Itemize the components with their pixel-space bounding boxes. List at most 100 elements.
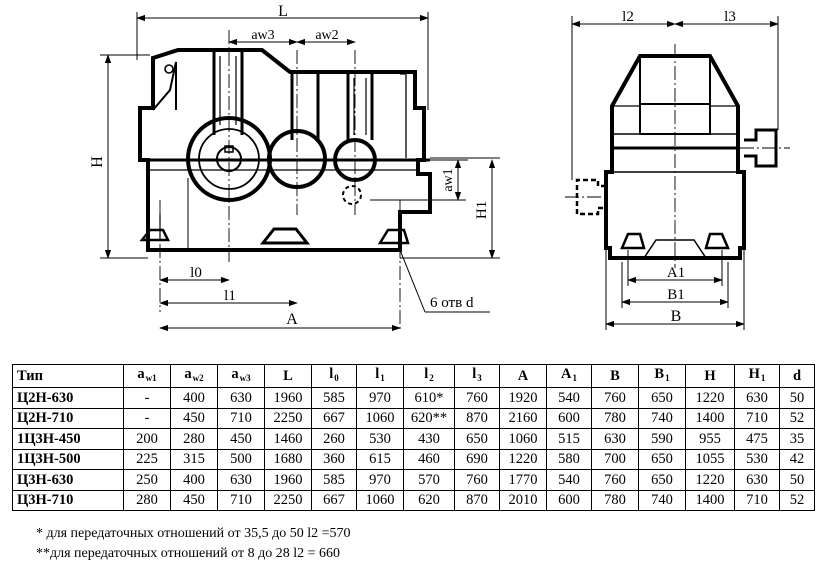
- column-header-label: A: [517, 368, 529, 384]
- value-cell: 400: [170, 469, 218, 491]
- column-header-label: l: [472, 366, 477, 382]
- label-aw3: aw3: [251, 28, 274, 43]
- value-cell: 740: [638, 407, 686, 429]
- type-cell: Ц3Н-710: [12, 489, 124, 511]
- front-dimensions: [100, 12, 500, 332]
- label-L: L: [278, 3, 288, 20]
- value-cell: 970: [356, 387, 404, 409]
- column-header-subscript: 1: [665, 373, 670, 383]
- side-view: [575, 54, 778, 260]
- value-cell: 690: [454, 448, 500, 470]
- column-header: A: [499, 364, 547, 388]
- column-header: B1: [638, 364, 686, 388]
- column-header-label: l: [375, 366, 380, 382]
- type-cell: 1Ц3Н-500: [12, 448, 124, 470]
- column-header: l0: [311, 364, 357, 388]
- value-cell: 1960: [264, 387, 312, 409]
- column-header-label: a: [231, 366, 239, 382]
- value-cell: 1060: [356, 407, 404, 429]
- value-cell: 1960: [264, 469, 312, 491]
- column-header: A1: [546, 364, 592, 388]
- label-A: A: [286, 311, 298, 328]
- column-header-subscript: 1: [760, 373, 766, 383]
- value-cell: 585: [311, 469, 357, 491]
- column-header: L: [264, 364, 312, 388]
- value-cell: -: [123, 407, 171, 429]
- value-cell: 50: [779, 387, 815, 409]
- column-header: l1: [356, 364, 404, 388]
- column-header-subscript: 1: [572, 373, 577, 383]
- value-cell: 460: [403, 448, 455, 470]
- value-cell: 530: [356, 428, 404, 450]
- value-cell: 50: [779, 469, 815, 491]
- value-cell: 360: [311, 448, 357, 470]
- label-l2: l2: [622, 9, 634, 25]
- column-header-label: H: [704, 368, 716, 384]
- value-cell: 970: [356, 469, 404, 491]
- value-cell: 630: [217, 469, 265, 491]
- label-l3: l3: [724, 9, 736, 25]
- value-cell: 600: [546, 489, 592, 511]
- column-header-label: Тип: [17, 368, 44, 384]
- value-cell: 585: [311, 387, 357, 409]
- value-cell: 1055: [685, 448, 735, 470]
- dimension-labels: L aw3 aw2 H aw1 H1 l0 l1 A 6 отв d l2 l3…: [89, 3, 736, 328]
- value-cell: 1400: [685, 489, 735, 511]
- value-cell: 667: [311, 407, 357, 429]
- footnote-1: * для передаточных отношений от 35,5 до …: [36, 526, 351, 541]
- value-cell: 315: [170, 448, 218, 470]
- value-cell: 2010: [499, 489, 547, 511]
- type-cell: Ц2Н-710: [12, 407, 124, 429]
- value-cell: 650: [638, 469, 686, 491]
- value-cell: 740: [638, 489, 686, 511]
- type-cell: Ц2Н-630: [12, 387, 124, 409]
- column-header: d: [779, 364, 815, 388]
- value-cell: 1220: [499, 448, 547, 470]
- value-cell: 515: [546, 428, 592, 450]
- value-cell: 450: [217, 428, 265, 450]
- front-view: [138, 48, 432, 252]
- value-cell: 430: [403, 428, 455, 450]
- value-cell: 590: [638, 428, 686, 450]
- value-cell: 1060: [499, 428, 547, 450]
- value-cell: 1770: [499, 469, 547, 491]
- side-centerlines: [565, 44, 790, 268]
- column-header: H: [685, 364, 735, 388]
- column-header-subscript: w2: [192, 373, 204, 383]
- column-header: B: [591, 364, 639, 388]
- value-cell: 780: [591, 407, 639, 429]
- value-cell: 710: [734, 489, 780, 511]
- column-header: aw2: [170, 364, 218, 388]
- value-cell: 650: [454, 428, 500, 450]
- column-header-label: B: [654, 366, 665, 382]
- value-cell: 35: [779, 428, 815, 450]
- gearbox-drawing: L aw3 aw2 H aw1 H1 l0 l1 A 6 отв d l2 l3…: [89, 3, 790, 332]
- column-header-label: L: [283, 368, 293, 384]
- type-cell: Ц3Н-630: [12, 469, 124, 491]
- value-cell: 200: [123, 428, 171, 450]
- label-B1: B1: [667, 287, 685, 303]
- value-cell: 760: [591, 387, 639, 409]
- value-cell: 225: [123, 448, 171, 470]
- column-header-label: l: [329, 366, 334, 382]
- column-header-subscript: 3: [477, 373, 482, 383]
- value-cell: 1220: [685, 469, 735, 491]
- column-header-subscript: 1: [380, 373, 385, 383]
- value-cell: 52: [779, 407, 815, 429]
- value-cell: 667: [311, 489, 357, 511]
- value-cell: 630: [734, 469, 780, 491]
- value-cell: 2250: [264, 489, 312, 511]
- value-cell: 780: [591, 489, 639, 511]
- value-cell: 2160: [499, 407, 547, 429]
- value-cell: 870: [454, 407, 500, 429]
- value-cell: 1060: [356, 489, 404, 511]
- column-header: aw3: [217, 364, 265, 388]
- value-cell: 760: [591, 469, 639, 491]
- value-cell: 400: [170, 387, 218, 409]
- value-cell: 615: [356, 448, 404, 470]
- value-cell: -: [123, 387, 171, 409]
- value-cell: 870: [454, 489, 500, 511]
